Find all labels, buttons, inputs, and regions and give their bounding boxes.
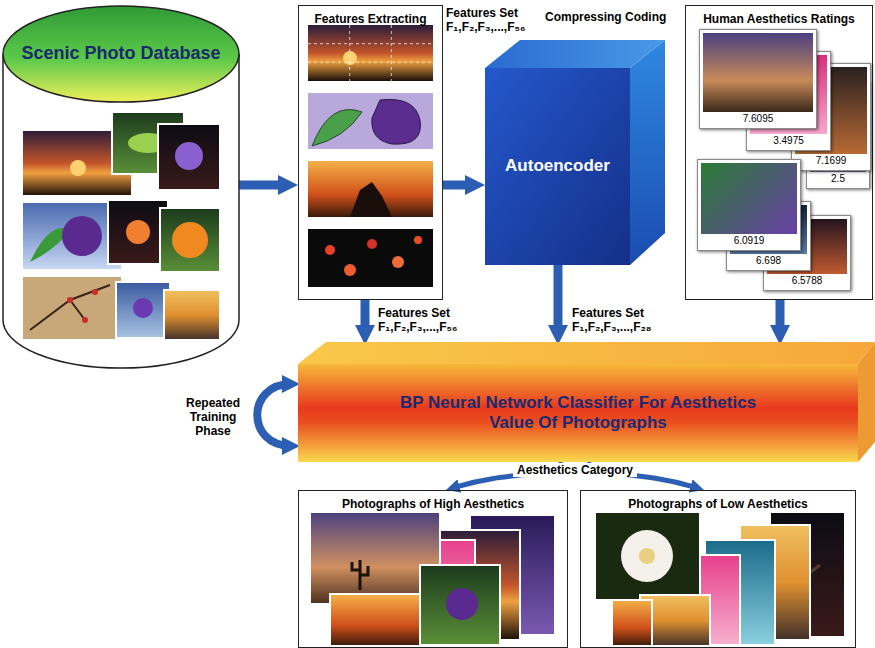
database-photos [158, 124, 220, 190]
split-label: Aesthetics Category [513, 463, 637, 477]
database-photos [116, 282, 170, 338]
classifier-band: BP Neural Network Classifier For Aesthet… [298, 342, 875, 462]
feature-images [372, 99, 421, 144]
database-photos [164, 290, 220, 340]
rating-value: 6.698 [756, 255, 781, 267]
text-holder: Human Aesthetics Ratings [686, 9, 872, 27]
rating-value: 3.4975 [773, 135, 804, 147]
feature-images [308, 25, 433, 81]
card-photo [703, 33, 813, 112]
feature-images [392, 256, 404, 268]
database-photos [62, 216, 102, 256]
feature-images [308, 229, 433, 287]
database-photos [175, 142, 203, 170]
feature-images [414, 236, 422, 244]
high-aesthetics-photos [420, 565, 500, 645]
rating-value: 2.5 [831, 173, 845, 185]
flow-arrow [239, 181, 288, 190]
band-front [298, 364, 858, 462]
flow-arrow [776, 300, 785, 335]
feature-images [325, 245, 335, 255]
rating-value: 6.5788 [792, 275, 823, 287]
edge-label: Features Set F₁,F₂,F₃,...,F₂₈ [572, 306, 672, 334]
autoencoder-cube-outline [485, 40, 665, 265]
database-cylinder: Scenic Photo Database [0, 2, 242, 370]
database-photos [126, 220, 150, 244]
node-label: Photographs of High Aesthetics [342, 497, 524, 511]
rating-value: 7.1699 [816, 155, 847, 167]
rating-value: 7.6095 [743, 113, 774, 125]
cube-side [630, 40, 665, 265]
text-holder: Autoencoder [485, 68, 630, 265]
edge-label: Features Set F₁,F₂,F₃,...,F₅₆ [446, 6, 546, 34]
node-label: Scenic Photo Database [21, 43, 220, 65]
rating-value: 6.0919 [734, 235, 765, 247]
output-box: Photographs of High Aesthetics [298, 490, 568, 648]
text-holder: 3.4975 [747, 130, 830, 148]
feature-images [308, 161, 433, 217]
text-holder: Features Extracting [299, 9, 442, 27]
text-holder: 6.5788 [764, 270, 850, 288]
node-label: Features Extracting [314, 12, 426, 26]
training-loop-arrow [257, 384, 291, 446]
text-holder: 6.698 [727, 250, 810, 268]
band-top [298, 342, 875, 364]
low-aesthetics-photos [612, 600, 652, 646]
feature-images [308, 93, 433, 149]
training-loop-arrow [257, 384, 291, 446]
database-photos [92, 289, 98, 295]
band-side [858, 342, 875, 462]
text-holder: Photographs of Low Aesthetics [581, 494, 855, 512]
feature-images [312, 110, 362, 146]
database-photos [172, 222, 208, 258]
high-aesthetics-photos [446, 588, 478, 620]
output-box: Photographs of Low Aesthetics [580, 490, 856, 648]
text-holder: 7.6095 [700, 108, 816, 126]
autoencoder-cube: Autoencoder [485, 40, 665, 265]
database-photos [67, 297, 73, 303]
feature-images [350, 182, 392, 217]
feature-images [367, 239, 377, 249]
loop-label: Repeated Training Phase [186, 396, 240, 438]
low-aesthetics-photos [595, 512, 845, 646]
feature-images [344, 264, 356, 276]
high-aesthetics-photos [352, 560, 368, 590]
database-photos [133, 298, 153, 318]
database-photos [30, 285, 110, 330]
cube-front [485, 68, 630, 265]
node-label: Photographs of Low Aesthetics [628, 497, 808, 511]
rating-card: 6.0919 [697, 159, 801, 251]
text-holder: 6.0919 [698, 230, 800, 248]
database-photos [70, 160, 86, 176]
flow-arrow [443, 181, 475, 190]
low-aesthetics-photos [621, 530, 673, 582]
low-aesthetics-photos [639, 548, 655, 564]
text-holder: 7.1699 [792, 150, 870, 168]
annotation: Compressing Coding [545, 10, 666, 24]
database-photos [82, 317, 88, 323]
feature-images [308, 25, 433, 81]
node-label: BP Neural Network Classifier For Aesthet… [398, 393, 758, 434]
card-photo [701, 163, 797, 234]
cylinder-top [3, 6, 239, 102]
edge-label: Features Set F₁,F₂,F₃,...,F₅₆ [378, 306, 478, 334]
node-label: Autoencoder [505, 156, 610, 176]
low-aesthetics-photos [595, 512, 700, 600]
high-aesthetics-photos [310, 512, 555, 646]
feature-images [308, 25, 433, 287]
database-photos [160, 208, 220, 272]
rating-card: 7.6095 [699, 29, 817, 129]
text-holder: Photographs of High Aesthetics [299, 494, 567, 512]
database-photos [22, 276, 122, 340]
text-holder: BP Neural Network Classifier For Aesthet… [318, 364, 838, 462]
ratings-box: Human Aesthetics Ratings 7.6095 3.4975 7.16… [685, 5, 873, 300]
process-box: Features Extracting [298, 5, 443, 300]
flow-arrow [361, 300, 370, 335]
flow-arrow [554, 265, 563, 335]
node-label: Human Aesthetics Ratings [703, 12, 855, 26]
text-holder: Scenic Photo Database [0, 32, 242, 76]
database-photos [22, 112, 220, 340]
